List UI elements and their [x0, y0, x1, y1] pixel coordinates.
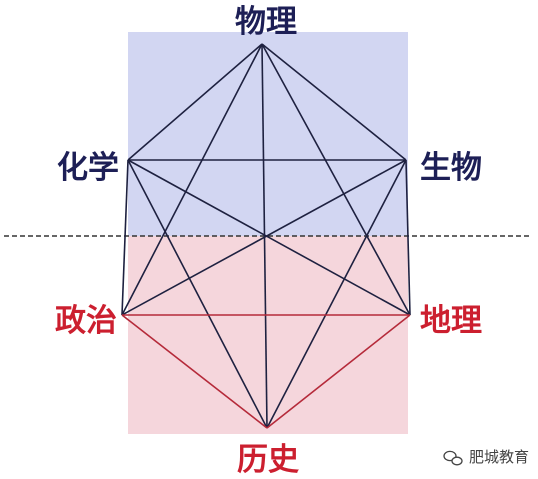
- node-physics: 物理: [235, 4, 297, 40]
- node-geography: 地理: [420, 303, 482, 339]
- node-chemistry: 化学: [57, 150, 119, 186]
- node-history: 历史: [237, 442, 299, 478]
- edge-physics-history: [261, 43, 268, 429]
- node-politics: 政治: [55, 303, 117, 339]
- edge-politics-history: [121, 314, 268, 429]
- edge-chemistry-politics: [121, 159, 129, 316]
- edge-chemistry-history: [127, 159, 268, 429]
- edge-physics-politics: [121, 43, 263, 316]
- edge-chemistry-geography: [127, 159, 411, 316]
- edge-physics-chemistry: [127, 43, 263, 161]
- edge-geography-history: [266, 314, 411, 429]
- edge-group: [121, 43, 411, 429]
- edge-biology-geography: [405, 159, 411, 316]
- edge-physics-geography: [261, 43, 411, 316]
- node-biology: 生物: [420, 150, 482, 186]
- edge-biology-politics: [121, 159, 407, 316]
- wechat-icon: [443, 450, 463, 466]
- edge-physics-biology: [261, 43, 407, 161]
- watermark: 肥城教育: [443, 448, 529, 466]
- lower-region: [128, 236, 408, 434]
- edge-biology-history: [266, 159, 407, 429]
- watermark-text: 肥城教育: [469, 448, 529, 466]
- upper-region: [128, 32, 408, 236]
